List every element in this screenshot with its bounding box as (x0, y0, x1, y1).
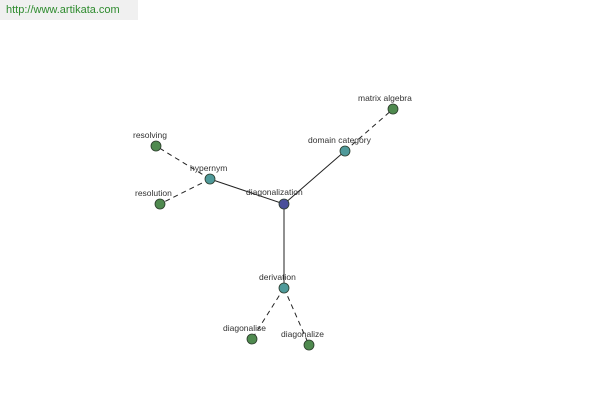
edge-hypernym-resolving (155, 145, 211, 180)
edges-layer (155, 108, 394, 346)
node-derivation[interactable] (278, 282, 290, 294)
edge-domain-category-matrix-algebra (344, 108, 394, 152)
labels-layer: diagonalization hypernym domain category de… (133, 93, 412, 339)
node-resolving[interactable] (150, 140, 162, 152)
source-url[interactable]: http://www.artikata.com (0, 0, 138, 20)
node-resolution[interactable] (154, 198, 166, 210)
label-resolution[interactable]: resolution (135, 188, 172, 198)
edge-hypernym-resolution (159, 178, 211, 205)
nodes-layer (150, 103, 399, 351)
edge-derivation-diagonalise (251, 287, 285, 340)
label-resolving[interactable]: resolving (133, 130, 167, 140)
edge-derivation-diagonalize (283, 287, 310, 346)
label-diagonalization[interactable]: diagonalization (246, 187, 303, 197)
label-diagonalize[interactable]: diagonalize (281, 329, 324, 339)
label-derivation[interactable]: derivation (259, 272, 296, 282)
edge-diagonalization-domain-category (283, 150, 346, 205)
edge-diagonalization-hypernym (209, 178, 285, 205)
node-domain-category[interactable] (339, 145, 351, 157)
label-matrix-algebra[interactable]: matrix algebra (358, 93, 412, 103)
node-diagonalization[interactable] (278, 198, 290, 210)
label-hypernym[interactable]: hypernym (190, 163, 227, 173)
node-matrix-algebra[interactable] (387, 103, 399, 115)
label-diagonalise[interactable]: diagonalise (223, 323, 266, 333)
node-diagonalise[interactable] (246, 333, 258, 345)
label-domain-category[interactable]: domain category (308, 135, 372, 145)
node-diagonalize[interactable] (303, 339, 315, 351)
node-hypernym[interactable] (204, 173, 216, 185)
